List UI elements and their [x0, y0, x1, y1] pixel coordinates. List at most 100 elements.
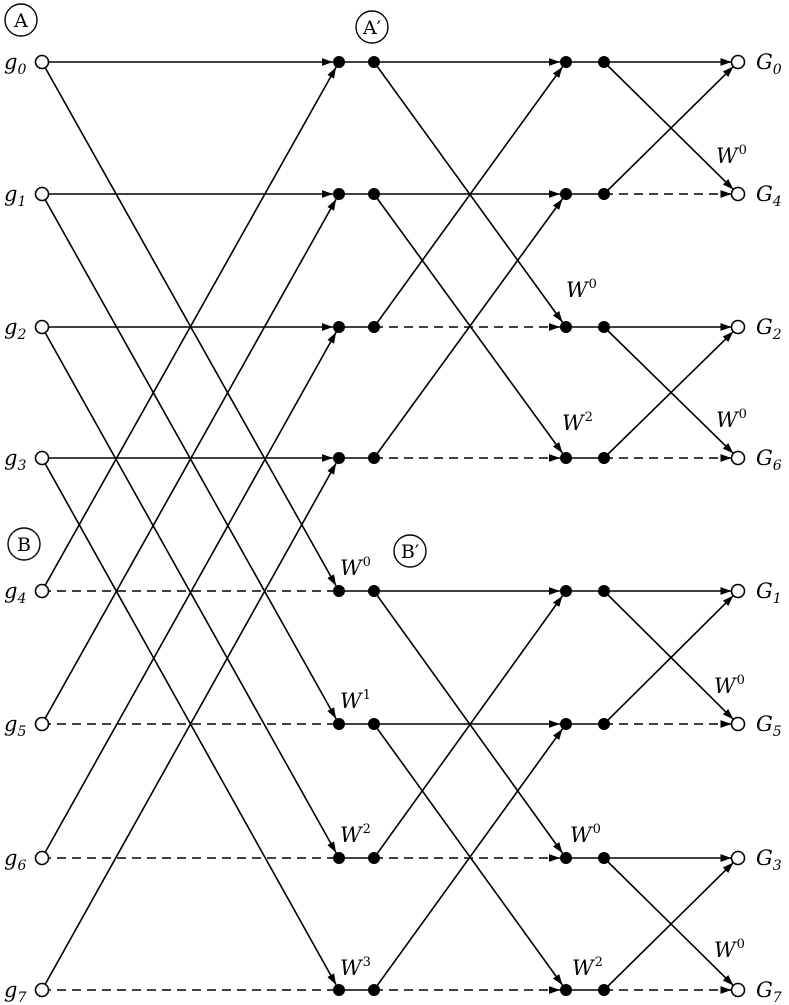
signal-edge [41, 66, 337, 592]
input-node [34, 450, 50, 466]
signal-edge [373, 66, 564, 328]
signal-edge [373, 193, 564, 454]
twiddle-stage3-W0: W0 [716, 407, 747, 432]
butterfly-node [598, 852, 610, 864]
signal-edge [41, 61, 337, 587]
butterfly-node [598, 452, 610, 464]
butterfly-node [598, 984, 610, 996]
input-label-g4: g4 [4, 579, 26, 607]
circled-label-b-prime-ring [393, 534, 427, 568]
signal-edge [41, 326, 337, 854]
output-node [730, 716, 746, 732]
edge-layer [41, 58, 734, 994]
output-node [730, 186, 746, 202]
signal-edge [603, 590, 734, 720]
butterfly-node [333, 984, 345, 996]
butterfly-node [560, 321, 572, 333]
butterfly-node [333, 718, 345, 730]
twiddle-stage2-W0: W0 [566, 277, 597, 302]
butterfly-node [560, 56, 572, 68]
input-node [34, 186, 50, 202]
output-node [730, 450, 746, 466]
output-label-G1: G1 [756, 579, 782, 607]
twiddle-stage3-W0: W0 [714, 673, 745, 698]
signal-edge [603, 326, 734, 455]
output-label-G3: G3 [756, 846, 782, 874]
output-label-G0: G0 [756, 50, 782, 78]
input-label-g5: g5 [4, 712, 26, 740]
output-node [730, 583, 746, 599]
butterfly-node [368, 585, 380, 597]
twiddle-stage2-W2: W2 [572, 955, 603, 980]
signal-edge [373, 723, 564, 986]
signal-edge [603, 595, 734, 725]
butterfly-node [560, 452, 572, 464]
signal-edge [41, 457, 337, 986]
butterfly-node [598, 56, 610, 68]
label-layer: g0g1g2g3g4g5g6g7G0G4G2G6G1G5G3G7W0W1W2W3… [4, 3, 782, 1005]
twiddle-stage2-W2: W2 [562, 410, 593, 435]
twiddle-stage3-W0: W0 [714, 937, 745, 962]
output-node [730, 850, 746, 866]
butterfly-node [368, 852, 380, 864]
signal-edge [373, 595, 564, 859]
signal-edge [41, 462, 337, 991]
butterfly-node [598, 321, 610, 333]
input-node [34, 716, 50, 732]
signal-edge [603, 857, 734, 987]
input-node [34, 319, 50, 335]
butterfly-node [368, 56, 380, 68]
butterfly-node [560, 585, 572, 597]
output-label-G7: G7 [756, 978, 782, 1005]
twiddle-stage1-W1: W1 [340, 688, 371, 713]
butterfly-node [560, 852, 572, 864]
node-layer [34, 54, 746, 998]
butterfly-node [560, 984, 572, 996]
signal-edge [373, 728, 564, 991]
signal-edge [373, 198, 564, 459]
signal-edge [41, 198, 337, 725]
input-label-g2: g2 [4, 315, 26, 343]
input-label-g3: g3 [4, 446, 26, 474]
output-label-G5: G5 [756, 712, 782, 740]
butterfly-node [368, 188, 380, 200]
butterfly-node [560, 718, 572, 730]
twiddle-stage1-W3: W3 [340, 955, 371, 980]
circled-label-b-ring [7, 527, 41, 561]
input-label-g1: g1 [4, 182, 26, 210]
output-node [730, 319, 746, 335]
butterfly-node [368, 452, 380, 464]
signal-edge [41, 331, 337, 859]
signal-edge [41, 193, 337, 720]
output-node [730, 54, 746, 70]
butterfly-node [598, 188, 610, 200]
butterfly-node [598, 585, 610, 597]
circled-label-a: A [13, 10, 28, 32]
output-label-G6: G6 [756, 446, 782, 474]
output-node [730, 982, 746, 998]
input-label-g6: g6 [4, 846, 26, 874]
butterfly-node [333, 56, 345, 68]
circled-label-a-prime-ring [355, 10, 389, 44]
butterfly-node [333, 188, 345, 200]
output-label-G4: G4 [756, 182, 782, 210]
input-node [34, 583, 50, 599]
twiddle-stage3-W0: W0 [716, 143, 747, 168]
circled-label-a-ring [4, 3, 38, 37]
input-label-g0: g0 [4, 50, 26, 78]
input-node [34, 54, 50, 70]
butterfly-node [333, 852, 345, 864]
butterfly-node [333, 452, 345, 464]
butterfly-node [368, 718, 380, 730]
signal-edge [603, 330, 734, 459]
twiddle-stage2-W0: W0 [570, 822, 601, 847]
input-node [34, 982, 50, 998]
circled-label-b-prime: B′ [401, 541, 419, 563]
input-node [34, 850, 50, 866]
butterfly-node [368, 984, 380, 996]
signal-edge [603, 861, 734, 991]
butterfly-node [598, 718, 610, 730]
signal-edge [603, 65, 734, 195]
input-label-g7: g7 [4, 978, 26, 1005]
